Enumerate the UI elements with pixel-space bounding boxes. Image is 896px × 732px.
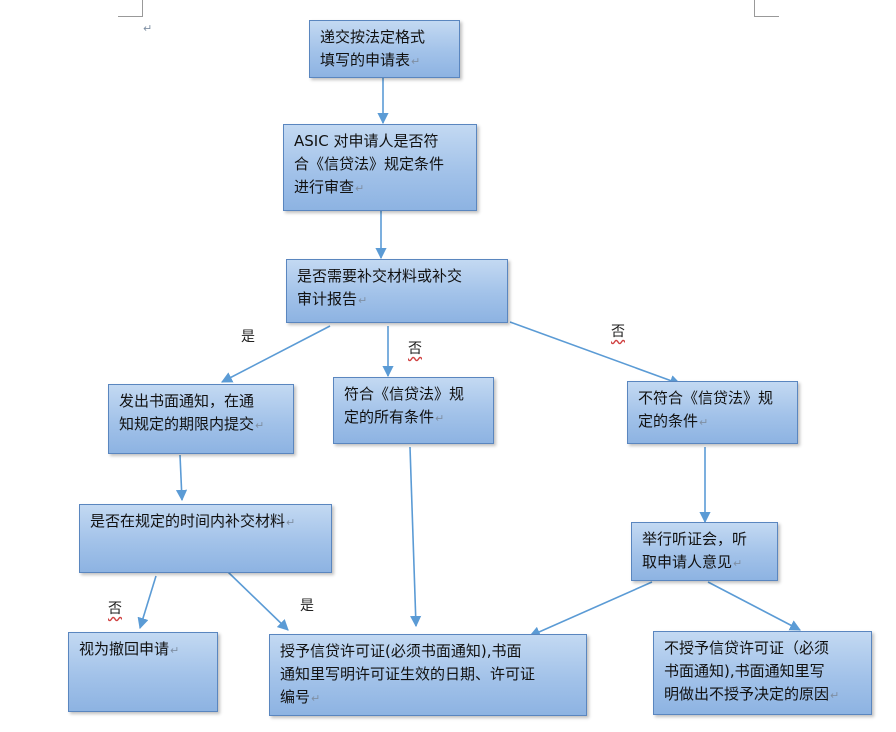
arrow-needmore-notify (221, 325, 331, 383)
crop-mark-top-left (118, 0, 143, 17)
edge-label-no-not-meets: 否 (611, 324, 625, 340)
node-deny-license: 不授予信贷许可证（必须 书面通知),书面通知里写 明做出不授予决定的原因↵ (653, 631, 872, 715)
node-need-more-materials: 是否需要补交材料或补交 审计报告↵ (286, 259, 508, 323)
arrow-hearing-deny (707, 581, 801, 631)
paragraph-mark-top: ↵ (143, 22, 153, 35)
edge-label-yes-grant: 是 (300, 598, 314, 614)
arrow-needmore-notmeets (509, 321, 682, 386)
node-issue-notice: 发出书面通知，在通 知规定的期限内提交↵ (108, 384, 294, 454)
crop-mark-top-right (754, 0, 779, 17)
node-not-meet-conditions: 不符合《信贷法》规 定的条件↵ (627, 381, 798, 444)
node-deemed-withdrawn: 视为撤回申请↵ (68, 632, 218, 712)
node-hold-hearing: 举行听证会，听 取申请人意见↵ (631, 522, 778, 581)
node-grant-license: 授予信贷许可证(必须书面通知),书面 通知里写明许可证生效的日期、许可证 编号↵ (269, 634, 587, 716)
arrow-intime-grant (227, 571, 289, 631)
node-submit-application: 递交按法定格式 填写的申请表↵ (309, 20, 460, 78)
arrow-hearing-grant (528, 581, 653, 638)
arrow-notify-intime (175, 454, 188, 502)
arrow-intime-withdrawn (137, 575, 157, 630)
edge-label-no-withdrawn: 否 (108, 601, 122, 617)
edge-label-yes-notify: 是 (241, 329, 255, 345)
edge-label-no-meets: 否 (408, 341, 422, 357)
node-asic-review: ASIC 对申请人是否符 合《信贷法》规定条件 进行审查↵ (283, 124, 477, 211)
node-meets-conditions: 符合《信贷法》规 定的所有条件↵ (333, 377, 494, 444)
arrow-meets-grant (409, 446, 422, 628)
node-submitted-in-time: 是否在规定的时间内补交材料↵ (79, 504, 332, 573)
